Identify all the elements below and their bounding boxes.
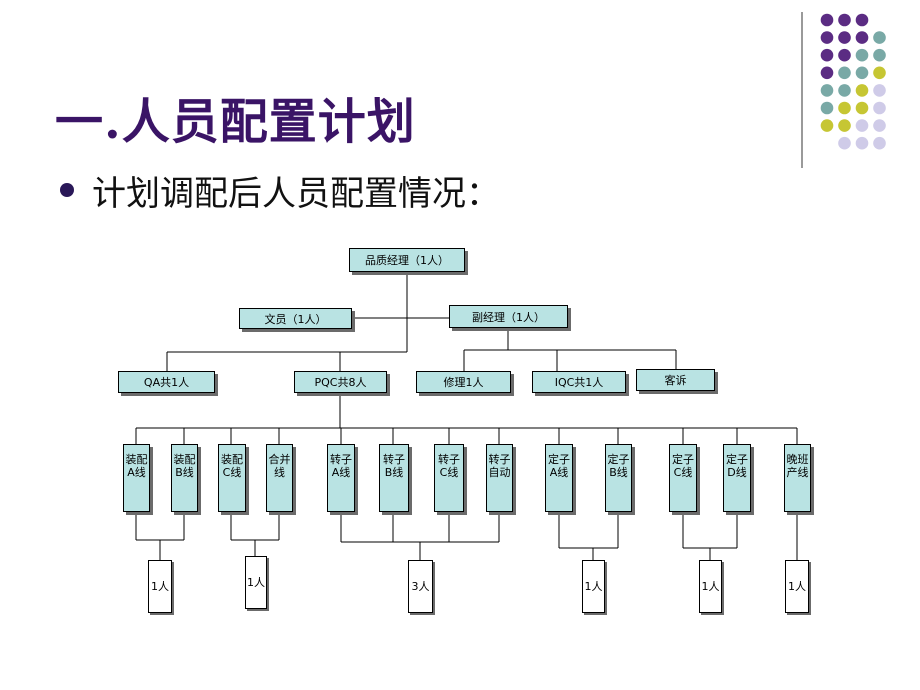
- org-node-qa: QA共1人: [118, 371, 215, 393]
- decorative-dot: [820, 13, 834, 27]
- decorative-dot: [838, 119, 851, 132]
- slide-title: 一.人员配置计划: [55, 94, 416, 150]
- decorative-dot: [855, 136, 869, 150]
- org-node-deputy-manager: 副经理（1人）: [449, 305, 568, 328]
- decorative-dot: [838, 31, 851, 44]
- org-node-quality-manager: 品质经理（1人）: [349, 248, 465, 272]
- staff-count-box: 1人: [245, 556, 267, 609]
- decorative-dot-grid: [820, 13, 886, 150]
- org-node-clerk: 文员（1人）: [239, 308, 352, 329]
- decorative-dot: [873, 101, 886, 115]
- decorative-dot: [855, 119, 869, 132]
- org-node-line: 定子D线: [723, 444, 751, 512]
- decorative-divider: [801, 12, 803, 168]
- org-node-line: 定子B线: [605, 444, 632, 512]
- decorative-dot: [873, 84, 886, 97]
- org-node-line: 装配C线: [218, 444, 246, 512]
- decorative-dot: [855, 101, 869, 115]
- decorative-dot: [838, 48, 851, 62]
- staff-count-box: 1人: [582, 560, 605, 613]
- decorative-dot: [873, 136, 886, 150]
- decorative-dot: [838, 84, 851, 97]
- org-node-pqc: PQC共8人: [294, 371, 387, 393]
- decorative-dot: [873, 48, 886, 62]
- decorative-dot: [820, 66, 834, 80]
- org-node-line: 晚班产线: [784, 444, 811, 512]
- decorative-dot: [855, 31, 869, 44]
- org-node-line: 装配A线: [123, 444, 150, 512]
- bullet-text: 计划调配后人员配置情况：: [92, 174, 500, 214]
- decorative-dot: [855, 48, 869, 62]
- org-node-repair: 修理1人: [416, 371, 511, 393]
- decorative-dot: [873, 119, 886, 132]
- decorative-dot: [820, 119, 834, 132]
- decorative-dot: [838, 136, 851, 150]
- decorative-dot: [855, 66, 869, 80]
- decorative-dot: [855, 13, 869, 27]
- org-node-iqc: IQC共1人: [532, 371, 626, 393]
- decorative-dot: [820, 101, 834, 115]
- decorative-dot: [873, 31, 886, 44]
- org-node-line: 定子A线: [545, 444, 573, 512]
- bullet-icon: [60, 183, 74, 197]
- org-node-line: 转子C线: [434, 444, 464, 512]
- decorative-dot: [838, 66, 851, 80]
- org-node-line: 定子C线: [669, 444, 697, 512]
- org-node-line: 装配B线: [171, 444, 198, 512]
- decorative-dot: [838, 13, 851, 27]
- staff-count-box: 1人: [785, 560, 809, 613]
- staff-count-box: 1人: [699, 560, 722, 613]
- org-node-line: 转子B线: [379, 444, 409, 512]
- decorative-dot: [820, 31, 834, 44]
- org-node-line: 转子A线: [327, 444, 355, 512]
- decorative-dot: [820, 48, 834, 62]
- org-node-line: 合并线: [266, 444, 293, 512]
- decorative-dot: [838, 101, 851, 115]
- decorative-dot: [820, 84, 834, 97]
- staff-count-box: 3人: [408, 560, 433, 613]
- org-node-complaint: 客诉: [636, 369, 715, 391]
- org-node-line: 转子自动: [486, 444, 513, 512]
- decorative-dot: [873, 66, 886, 80]
- decorative-dot: [855, 84, 869, 97]
- staff-count-box: 1人: [148, 560, 172, 613]
